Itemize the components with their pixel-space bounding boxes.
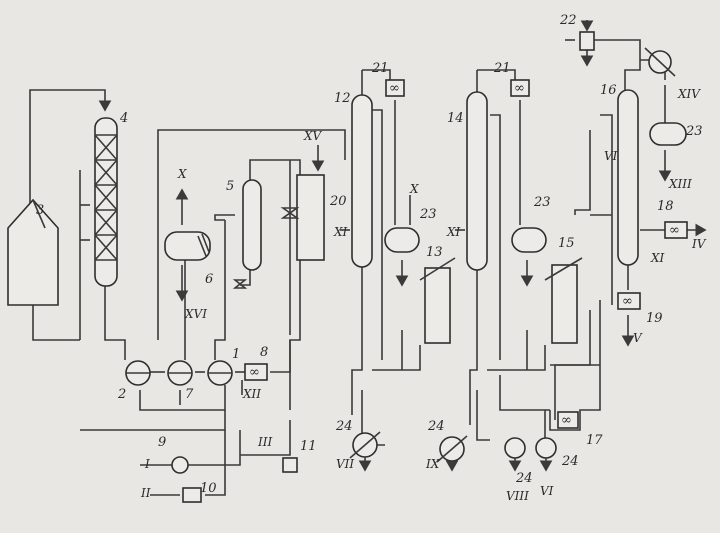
- label-19: 19: [646, 311, 663, 326]
- stream-labels: I II III IV V VI VI VII VIII IX X X XI X…: [140, 87, 707, 503]
- stream-XIV: XIV: [677, 87, 701, 101]
- cooler-19: [617, 292, 641, 310]
- svg-text:∞: ∞: [514, 81, 525, 96]
- stream-XV: XV: [303, 129, 323, 143]
- drum-23b: [511, 227, 547, 253]
- label-24a: 24: [335, 419, 353, 434]
- pump-11: [282, 457, 298, 473]
- stream-V: V: [633, 331, 643, 345]
- condenser-21a: [385, 79, 405, 97]
- label-12: 12: [334, 91, 351, 106]
- label-16: 16: [600, 83, 617, 98]
- condenser-21b: [510, 79, 530, 97]
- reboiler-15: [551, 264, 578, 344]
- label-21b: 21: [493, 61, 511, 76]
- vessel-20: [296, 174, 325, 261]
- drum-23a: [384, 227, 420, 253]
- column-16: [617, 89, 639, 266]
- label-21a: 21: [371, 61, 389, 76]
- stream-VI-b: VI: [540, 484, 554, 498]
- label-13: 13: [426, 245, 443, 260]
- svg-text:∞: ∞: [561, 413, 572, 428]
- pump-9: [171, 456, 189, 474]
- label-3: 3: [36, 203, 44, 218]
- pump-24d: [535, 437, 557, 459]
- stream-X-a: X: [177, 167, 187, 181]
- equipment-shapes: ∞ ∞ ∞ ∞ ∞: [7, 31, 688, 503]
- separator-5: [242, 179, 262, 271]
- stream-IV: IV: [691, 237, 707, 251]
- label-24d: 24: [561, 454, 579, 469]
- stream-XI-c: XI: [650, 251, 665, 265]
- label-8: 8: [260, 345, 268, 360]
- stream-VII: VII: [336, 457, 354, 471]
- cooler-17: [557, 411, 579, 429]
- drum-23c: [649, 122, 687, 146]
- label-18: 18: [657, 199, 674, 214]
- label-17: 17: [586, 433, 603, 448]
- label-5: 5: [226, 179, 234, 194]
- svg-text:∞: ∞: [669, 223, 680, 238]
- stream-XVI: XVI: [184, 307, 207, 321]
- label-23b: 23: [533, 195, 551, 210]
- svg-text:∞: ∞: [249, 365, 260, 380]
- stream-XI-b: XI: [446, 225, 461, 239]
- label-4: 4: [119, 111, 128, 126]
- label-23a: 23: [419, 207, 437, 222]
- label-20: 20: [329, 194, 347, 209]
- stream-III: III: [257, 435, 272, 449]
- label-24b: 24: [427, 419, 445, 434]
- cooler-18: [664, 221, 688, 239]
- label-24c: 24: [515, 471, 533, 486]
- cooler-8: [244, 363, 268, 381]
- label-1: 1: [232, 347, 240, 362]
- svg-text:∞: ∞: [622, 294, 633, 309]
- column-12: [351, 94, 373, 268]
- stream-VI-a: VI: [604, 149, 618, 163]
- column-14: [466, 91, 488, 271]
- stream-XIII: XIII: [668, 177, 692, 191]
- label-22: 22: [559, 13, 577, 28]
- stream-X-b: X: [409, 182, 419, 196]
- furnace-3: [7, 198, 59, 306]
- label-9: 9: [158, 435, 166, 450]
- stream-I: I: [144, 457, 150, 471]
- ejector-22: [579, 31, 595, 51]
- stream-VIII: VIII: [506, 489, 529, 503]
- stream-XII: XII: [242, 387, 261, 401]
- label-7: 7: [185, 387, 194, 402]
- pump-24c: [504, 437, 526, 459]
- svg-text:∞: ∞: [389, 81, 400, 96]
- stream-XI-a: XI: [333, 225, 348, 239]
- label-14: 14: [447, 111, 464, 126]
- label-2: 2: [117, 387, 126, 402]
- label-6: 6: [205, 272, 213, 287]
- label-11: 11: [300, 439, 317, 454]
- compressor-10: [182, 487, 202, 503]
- equipment-labels: 1 2 3 4 5 6 7 8 9 10 11 12 13 14 15 16 1…: [36, 13, 703, 496]
- stream-II: II: [140, 486, 151, 500]
- label-23c: 23: [685, 124, 703, 139]
- label-15: 15: [558, 236, 575, 251]
- stream-IX: IX: [425, 457, 440, 471]
- label-10: 10: [200, 481, 217, 496]
- reboiler-13: [424, 267, 451, 344]
